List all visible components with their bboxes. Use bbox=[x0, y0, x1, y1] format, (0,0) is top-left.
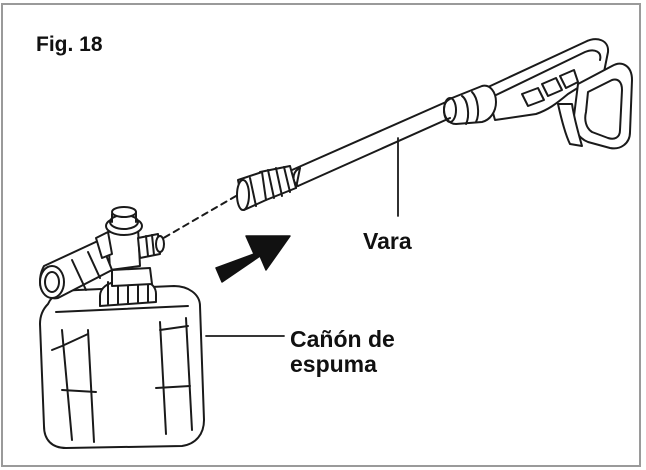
direction-arrow bbox=[215, 235, 291, 283]
wand-callout: Vara bbox=[363, 228, 412, 254]
gun-handle-inner bbox=[584, 78, 623, 140]
figure-label: Fig. 18 bbox=[36, 33, 103, 56]
foam-bottle bbox=[39, 285, 205, 449]
foam-cannon bbox=[39, 206, 205, 449]
gun-grip-texture bbox=[521, 69, 579, 107]
wand-tube bbox=[291, 101, 451, 189]
gun-collar bbox=[443, 84, 497, 125]
foam-cannon-callout-line2: espuma bbox=[290, 350, 377, 377]
spray-gun bbox=[443, 38, 633, 150]
wand-fitting bbox=[236, 165, 297, 211]
alignment-dashed-line bbox=[159, 195, 237, 241]
gun-trigger bbox=[557, 103, 583, 147]
foam-cannon-callout: Cañón de espuma bbox=[290, 327, 395, 377]
foam-cannon-callout-line1: Cañón de bbox=[290, 326, 395, 352]
gun-top-ridge bbox=[493, 49, 602, 97]
